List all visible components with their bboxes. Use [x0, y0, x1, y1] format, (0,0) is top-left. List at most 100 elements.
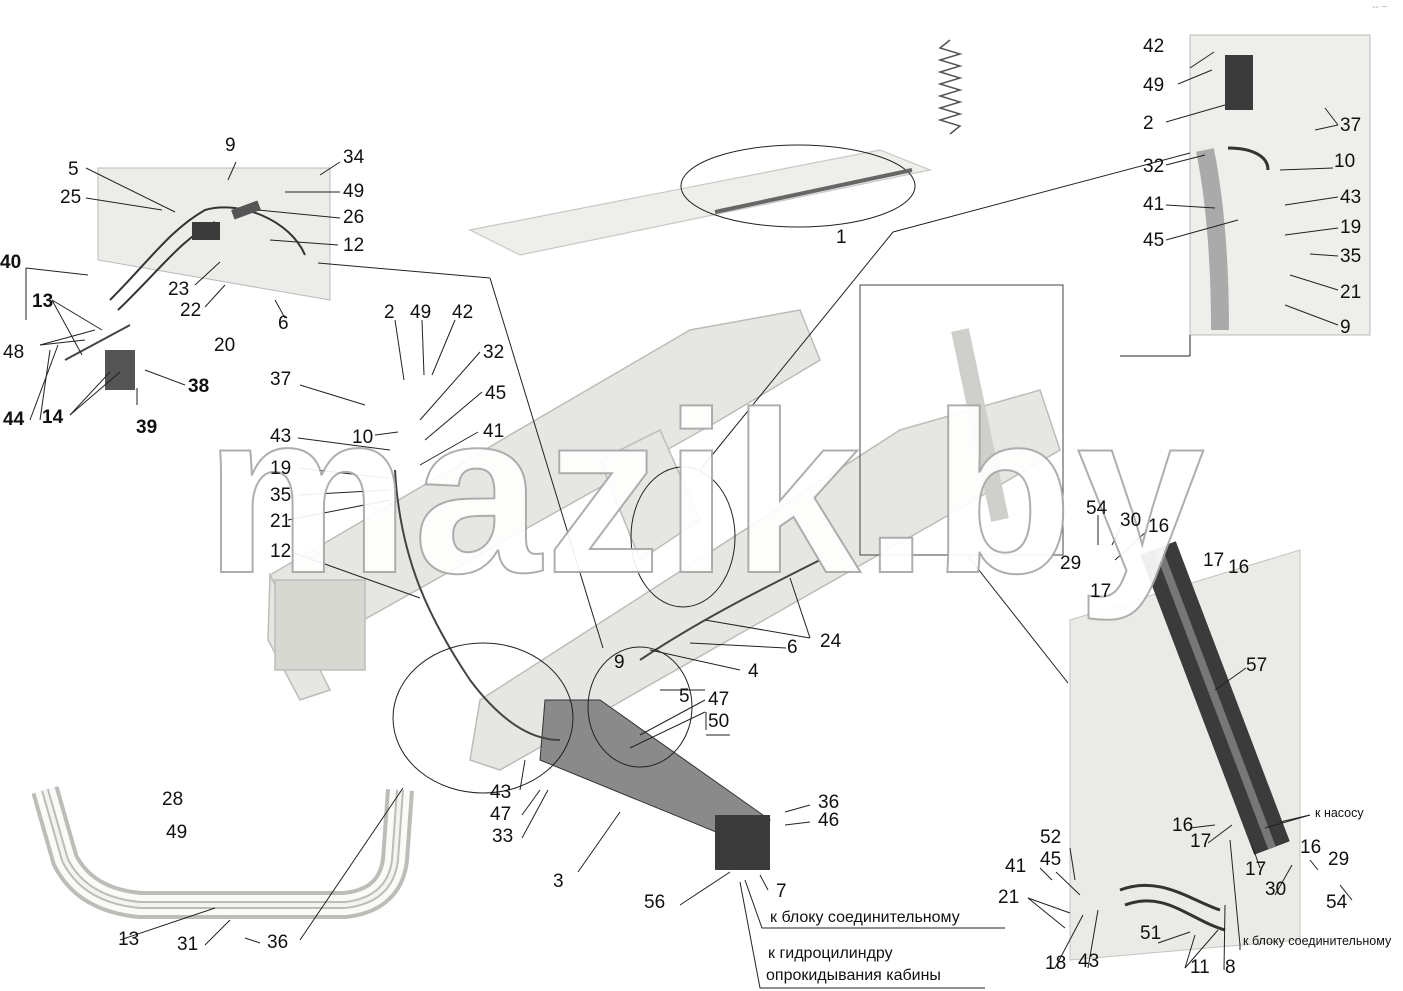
- callout-18: 18: [1045, 953, 1067, 974]
- detail-ellipse-1: [680, 144, 916, 228]
- callout-4: 4: [748, 661, 759, 682]
- callout-36b: 36: [267, 932, 289, 953]
- callout-56: 56: [644, 892, 666, 913]
- callout-19: 19: [270, 458, 292, 479]
- callout-51: 51: [1140, 923, 1162, 944]
- callout-17b: 17: [1090, 581, 1112, 602]
- callout-35b: 35: [1340, 246, 1362, 267]
- callout-24: 24: [820, 631, 842, 652]
- callout-29: 29: [1060, 553, 1082, 574]
- callout-17d: 17: [1245, 859, 1267, 880]
- note-to-cylinder: к гидроцилиндру: [768, 945, 893, 962]
- callout-47b: 47: [490, 804, 512, 825]
- callout-45: 45: [485, 383, 507, 404]
- callout-44: 44: [3, 409, 25, 430]
- callout-16d: 16: [1300, 837, 1322, 858]
- callout-28: 28: [162, 789, 184, 810]
- callout-49c: 49: [166, 822, 188, 843]
- callout-7: 7: [776, 881, 787, 902]
- leader-lines: [25, 51, 1353, 971]
- callout-37: 37: [270, 369, 292, 390]
- callout-32b: 32: [1143, 156, 1165, 177]
- callout-34: 34: [343, 147, 365, 168]
- callout-9: 9: [225, 135, 236, 156]
- callout-41b: 41: [1143, 194, 1165, 215]
- inset-top-left: [64, 167, 331, 390]
- callout-26: 26: [343, 207, 365, 228]
- callout-54b: 54: [1326, 892, 1348, 913]
- tube-inset: [31, 786, 414, 919]
- callout-46: 46: [818, 810, 840, 831]
- callout-14: 14: [42, 407, 64, 428]
- callout-32: 32: [483, 342, 505, 363]
- callout-43b: 43: [490, 782, 512, 803]
- callout-38: 38: [188, 376, 210, 397]
- callout-9c: 9: [1340, 317, 1351, 338]
- inset-bottom-right: [1119, 883, 1226, 932]
- callout-11: 11: [1190, 957, 1210, 978]
- callout-21: 21: [270, 511, 292, 532]
- callout-43c: 43: [1340, 187, 1362, 208]
- callout-13: 13: [32, 291, 54, 312]
- detail-circle-c: [392, 642, 574, 794]
- callout-16: 16: [1148, 516, 1170, 537]
- callout-13b: 13: [118, 929, 140, 950]
- hose-12: [394, 469, 561, 741]
- callout-57: 57: [1246, 655, 1268, 676]
- callout-41: 41: [483, 421, 505, 442]
- callout-49b: 49: [410, 302, 432, 323]
- callout-5: 5: [68, 159, 79, 180]
- callout-2: 2: [384, 302, 395, 323]
- callout-16c: 16: [1172, 815, 1194, 836]
- inset-top-right: [1189, 34, 1371, 336]
- callout-12: 12: [343, 235, 365, 256]
- callout-10b: 10: [1334, 151, 1356, 172]
- callout-40: 40: [0, 252, 22, 273]
- cylinder-inset-frame: [859, 284, 1064, 556]
- callout-36: 36: [818, 792, 840, 813]
- callout-42b: 42: [1143, 36, 1165, 57]
- cylinder-faded: [951, 328, 1009, 522]
- callout-3: 3: [553, 871, 564, 892]
- callout-5b: 5: [679, 686, 690, 707]
- callout-49: 49: [343, 181, 365, 202]
- hydraulic-cylinder-57: [1069, 541, 1301, 961]
- callout-8: 8: [1225, 957, 1236, 978]
- callout-49d: 49: [1143, 75, 1165, 96]
- callout-2b: 2: [1143, 113, 1154, 134]
- callout-42: 42: [452, 302, 474, 323]
- callout-39: 39: [136, 417, 158, 438]
- corner-mark: -- ~: [1372, 2, 1388, 13]
- hose-6: [639, 559, 821, 661]
- callout-41c: 41: [1005, 856, 1027, 877]
- callout-30: 30: [1120, 510, 1142, 531]
- callout-20: 20: [214, 335, 236, 356]
- bracket-assembly: [539, 699, 771, 870]
- callout-9b: 9: [614, 652, 625, 673]
- note-leaders: [739, 814, 1311, 989]
- callout-12b: 12: [270, 541, 292, 562]
- callout-22: 22: [180, 300, 202, 321]
- callout-45b: 45: [1143, 230, 1165, 251]
- callout-43: 43: [270, 426, 292, 447]
- callout-33: 33: [492, 826, 514, 847]
- callout-54: 54: [1086, 498, 1108, 519]
- note-cab-tilt: опрокидывания кабины: [766, 967, 941, 984]
- connector-lines: [299, 152, 1191, 941]
- callout-1: 1: [836, 227, 847, 248]
- chassis-frame: [267, 309, 1061, 771]
- callout-35: 35: [270, 485, 292, 506]
- watermark: mazik.by: [204, 364, 1209, 621]
- spring: [937, 39, 963, 135]
- callout-6b: 6: [787, 637, 798, 658]
- callout-19b: 19: [1340, 217, 1362, 238]
- callout-21c: 21: [998, 887, 1020, 908]
- callout-45c: 45: [1040, 849, 1062, 870]
- callout-47: 47: [708, 689, 730, 710]
- callout-23: 23: [168, 279, 190, 300]
- callout-30b: 30: [1265, 879, 1287, 900]
- callout-31: 31: [177, 934, 199, 955]
- callout-10: 10: [352, 427, 374, 448]
